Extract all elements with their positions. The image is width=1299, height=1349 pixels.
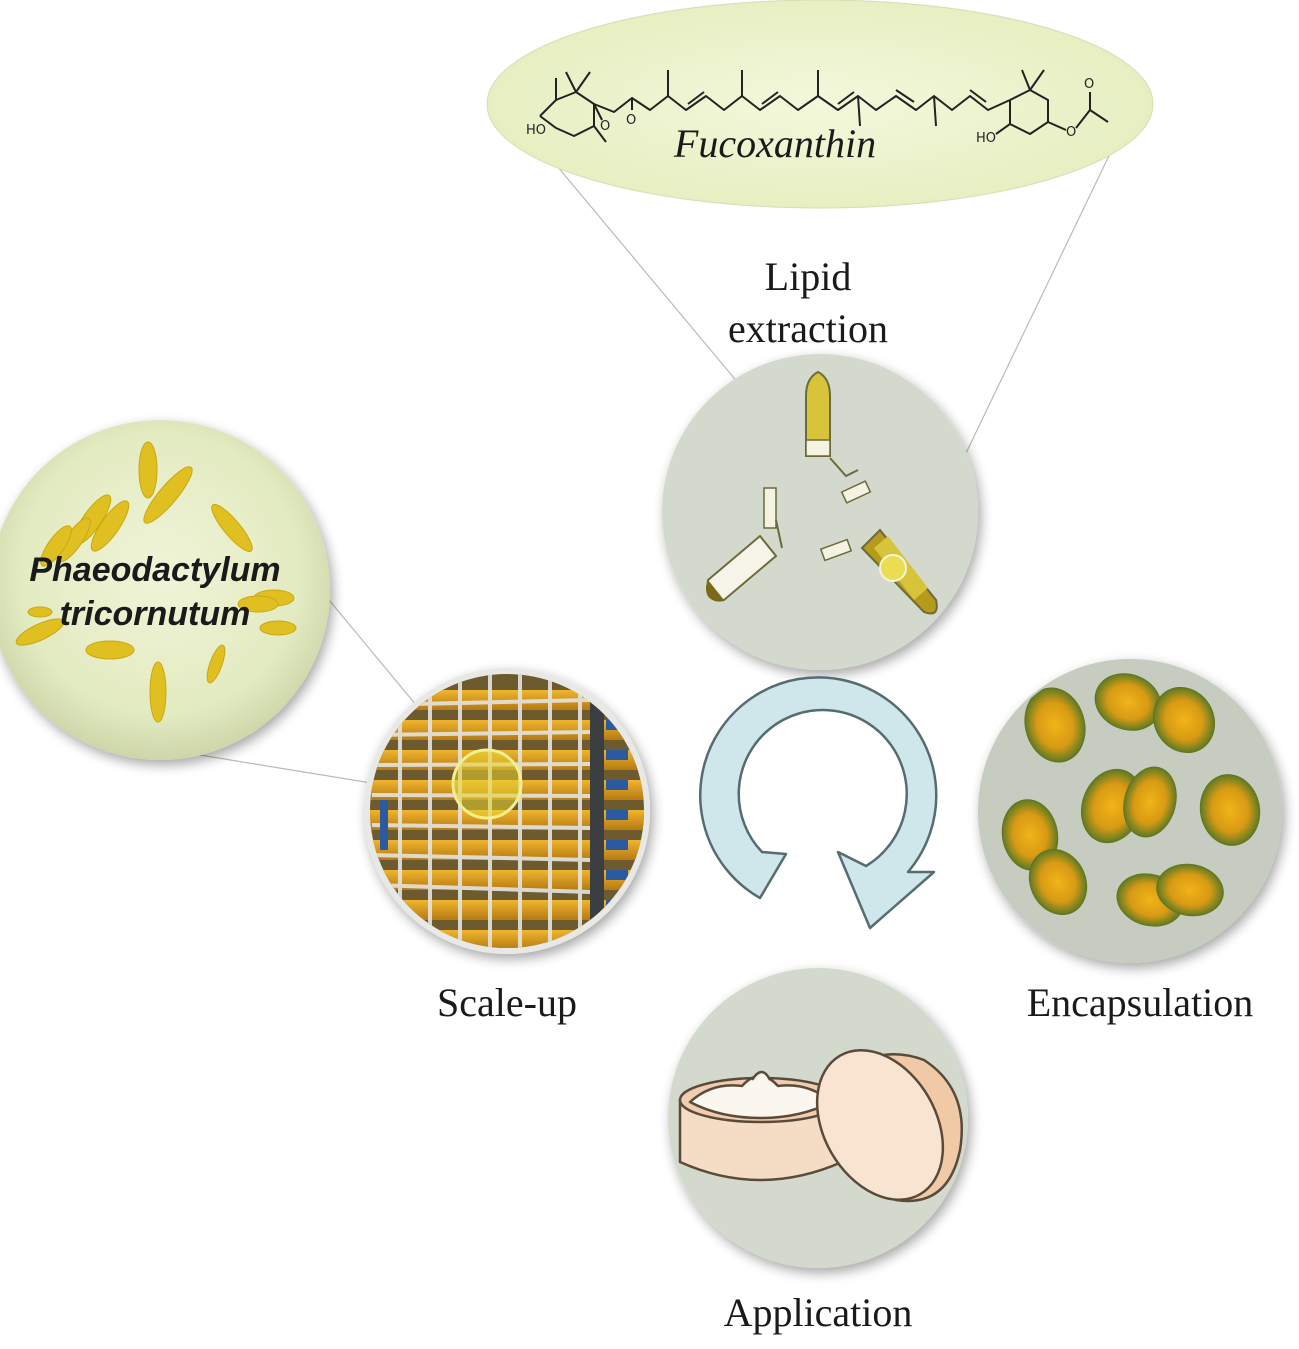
centrifuge-tube-icon: [705, 487, 783, 602]
encapsulation-label: Encapsulation: [1027, 980, 1254, 1025]
o-ester-label: O: [1066, 125, 1076, 140]
lipid-extraction-circle: [662, 354, 978, 670]
fucoxanthin-molecule-bubble: HO O O HO O O Fucoxanthin: [486, 0, 1154, 209]
ho-right-label: HO: [976, 131, 996, 146]
circular-arrow-icon: [699, 676, 938, 930]
centrifuge-tube-icon: [805, 370, 872, 504]
o-keto-label: O: [626, 113, 636, 128]
fucoxanthin-label: Fucoxanthin: [673, 121, 876, 166]
application-label: Application: [724, 1290, 913, 1335]
capsules: [1001, 673, 1261, 927]
organism-name-line2: tricornutum: [60, 595, 251, 633]
scale-up-label: Scale-up: [437, 980, 577, 1025]
ho-left-label: HO: [526, 123, 546, 138]
jar-lid-icon: [815, 1049, 964, 1203]
centrifuge-tube-icon: [819, 528, 938, 615]
fucoxanthin-structure: [539, 69, 1109, 143]
organism-circle: Phaeodactylum tricornutum: [0, 420, 330, 760]
diatom-cells: [15, 441, 297, 723]
cream-jar-icon: [678, 1049, 964, 1203]
organism-name-line1: Phaeodactylum: [29, 551, 280, 589]
zoom-lens: [451, 748, 523, 820]
application-circle: [668, 968, 968, 1268]
scale-up-circle: [364, 668, 650, 954]
lipid-extraction-label-line2: extraction: [728, 306, 888, 351]
lipid-extraction-label-line1: Lipid: [765, 254, 852, 299]
o-acetyl-label: O: [1084, 77, 1094, 92]
o-epoxide-label: O: [600, 119, 610, 134]
encapsulation-circle: [978, 659, 1282, 963]
